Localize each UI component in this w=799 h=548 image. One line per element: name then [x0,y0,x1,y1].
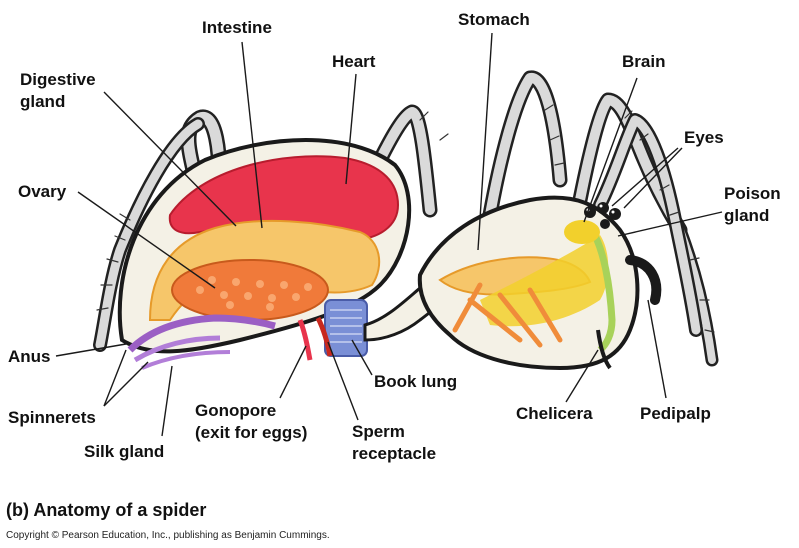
label-brain: Brain [622,52,666,71]
pedipalp-organ [625,255,662,305]
figure-caption: (b) Anatomy of a spider [6,500,207,520]
poison-gland-organ [588,228,616,353]
nerve-mass [480,235,609,327]
silk-gland-organ [127,314,276,353]
eyes-cluster [584,202,621,229]
leg-front-a [482,70,568,223]
cephalothorax [417,195,662,371]
label-intestine: Intestine [202,18,272,37]
label-digestive-gland-line2: gland [20,92,66,111]
label-gonopore-line1: Gonopore [195,401,277,420]
sperm-receptacle-organ [315,316,333,357]
book-lung-organ [324,299,368,357]
label-spinnerets: Spinnerets [8,408,96,427]
leg-front-c [593,113,703,337]
label-silk-gland: Silk gland [84,442,165,461]
label-gonopore-line2: (exit for eggs) [195,423,308,442]
leader-lines [55,32,723,437]
label-poison-gland-line2: gland [724,206,770,225]
heart-organ [168,155,400,242]
gonopore-organ [297,319,313,361]
label-anus: Anus [8,347,51,366]
label-pedipalp: Pedipalp [640,404,711,423]
label-sperm-receptacle-line2: receptacle [352,444,437,463]
abdomen [117,138,412,370]
chelicera-organ [596,329,612,370]
label-chelicera: Chelicera [516,404,593,423]
brain-organ [564,220,600,244]
legs [93,70,719,367]
label-book-lung: Book lung [374,372,458,391]
label-heart: Heart [332,52,376,71]
label-eyes: Eyes [684,128,724,147]
copyright-notice: Copyright © Pearson Education, Inc., pub… [6,530,330,541]
leg-middle [372,104,438,218]
label-stomach: Stomach [458,10,530,29]
label-sperm-receptacle-line1: Sperm [352,422,405,441]
label-ovary: Ovary [18,182,67,201]
ovary-organ [171,259,329,321]
label-digestive-gland-line1: Digestive [20,70,96,89]
label-poison-gland-line1: Poison [724,184,781,203]
